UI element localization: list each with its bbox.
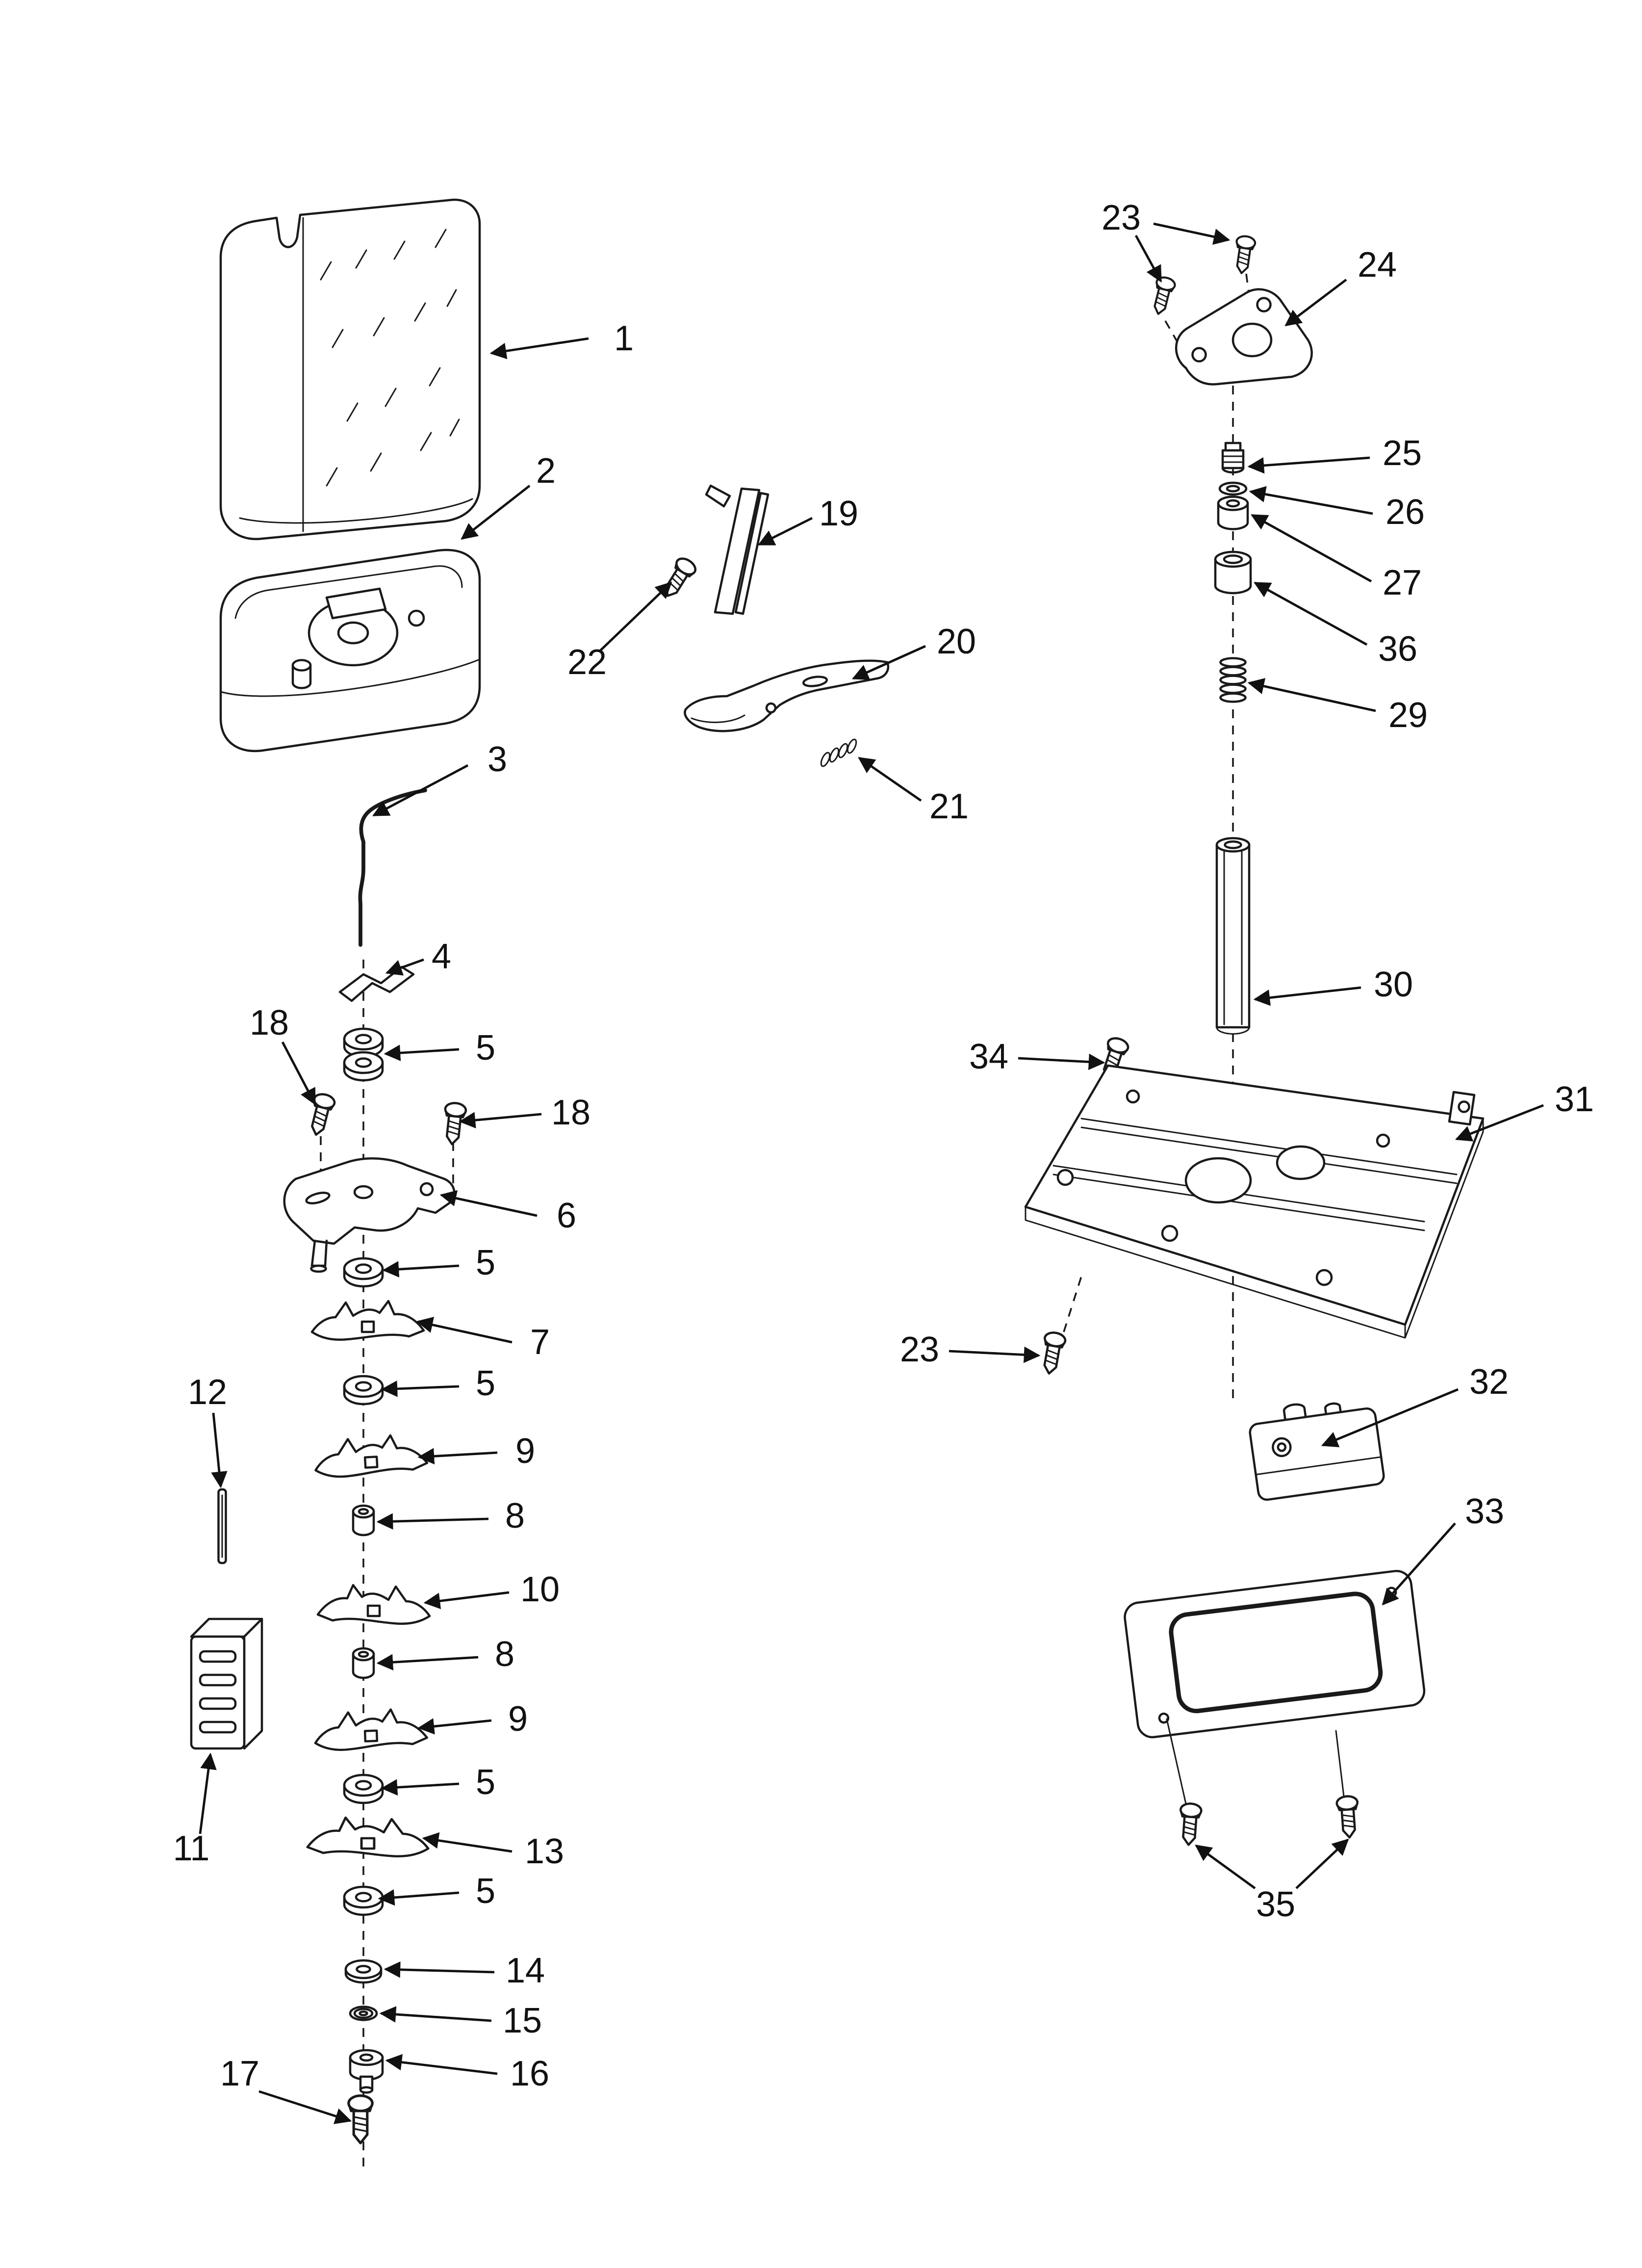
callout-9-b: 9 bbox=[508, 1699, 528, 1739]
part-5-washer bbox=[344, 1887, 383, 1915]
callout-18-b: 18 bbox=[551, 1093, 590, 1132]
part-22-screw bbox=[659, 555, 698, 601]
callout-21: 21 bbox=[929, 787, 969, 826]
callout-10: 10 bbox=[520, 1570, 560, 1609]
part-4-link bbox=[338, 965, 415, 1002]
part-23-screw bbox=[1232, 235, 1256, 274]
callout-25: 25 bbox=[1383, 434, 1422, 473]
part-13-crusher-blade bbox=[308, 1818, 428, 1856]
callout-9-a: 9 bbox=[515, 1432, 535, 1471]
part-23-screw bbox=[1039, 1331, 1066, 1375]
callout-20: 20 bbox=[937, 622, 976, 661]
part-5-washer bbox=[344, 1052, 383, 1080]
callout-23-b: 23 bbox=[900, 1330, 939, 1369]
part-5-washer bbox=[344, 1258, 383, 1286]
part-11-block bbox=[190, 1617, 263, 1750]
part-10-crusher-blade bbox=[318, 1585, 430, 1624]
callout-24: 24 bbox=[1358, 245, 1397, 285]
callout-19: 19 bbox=[819, 494, 858, 533]
callout-5-e: 5 bbox=[476, 1872, 495, 1911]
part-9-crusher-blade bbox=[314, 1708, 428, 1751]
callout-17: 17 bbox=[220, 2054, 259, 2093]
callout-30: 30 bbox=[1374, 965, 1413, 1004]
part-33-cover-plate bbox=[1124, 1569, 1426, 1739]
callout-26: 26 bbox=[1385, 493, 1425, 532]
part-1-ice-container bbox=[219, 198, 481, 541]
callout-5-d: 5 bbox=[476, 1763, 495, 1802]
part-35-screws bbox=[1166, 1718, 1346, 1811]
part-5-washer bbox=[344, 1775, 383, 1803]
callout-23-a: 23 bbox=[1102, 198, 1141, 237]
part-8-spacer bbox=[353, 1648, 374, 1678]
callout-14: 14 bbox=[506, 1951, 545, 1990]
part-9-crusher-blade bbox=[314, 1434, 428, 1478]
callout-5-a: 5 bbox=[476, 1028, 495, 1068]
callout-4: 4 bbox=[432, 937, 451, 976]
callout-7: 7 bbox=[530, 1323, 550, 1362]
callout-34: 34 bbox=[969, 1037, 1008, 1076]
part-8-spacer bbox=[353, 1506, 374, 1535]
callout-12: 12 bbox=[188, 1373, 227, 1412]
callout-8-a: 8 bbox=[505, 1496, 525, 1536]
callout-5-c: 5 bbox=[476, 1364, 495, 1403]
callout-15: 15 bbox=[503, 2001, 542, 2040]
part-20-lever bbox=[684, 659, 890, 732]
part-16-coupler bbox=[349, 2049, 384, 2094]
part-23-screw bbox=[1149, 276, 1176, 316]
part-36-sleeve bbox=[1214, 550, 1252, 595]
part-5-washer bbox=[344, 1376, 383, 1404]
part-26-washer bbox=[1218, 481, 1248, 496]
part-7-crusher-blade bbox=[312, 1301, 424, 1340]
callout-6: 6 bbox=[557, 1196, 576, 1235]
callout-33: 33 bbox=[1465, 1492, 1504, 1531]
callout-29: 29 bbox=[1388, 696, 1428, 735]
callout-2: 2 bbox=[536, 451, 556, 491]
callout-11: 11 bbox=[173, 1829, 210, 1868]
callout-32: 32 bbox=[1469, 1362, 1509, 1402]
part-12-pin bbox=[217, 1488, 227, 1564]
part-14-washer bbox=[344, 1959, 383, 1984]
part-35-screw bbox=[1336, 1796, 1360, 1838]
part-15-grommet bbox=[349, 2006, 378, 2021]
part-32-motor bbox=[1249, 1402, 1385, 1501]
part-30-tube bbox=[1215, 837, 1251, 1035]
callout-16: 16 bbox=[510, 2054, 549, 2093]
part-31-mounting-plate bbox=[1024, 1064, 1485, 1339]
part-2-auger-housing bbox=[219, 548, 481, 753]
part-17-screw bbox=[349, 2096, 372, 2143]
part-6-bracket bbox=[283, 1157, 456, 1273]
part-27-cup bbox=[1217, 495, 1249, 530]
callout-18-a: 18 bbox=[250, 1003, 289, 1043]
callout-8-b: 8 bbox=[495, 1635, 514, 1674]
callout-35: 35 bbox=[1256, 1885, 1295, 1924]
callout-27: 27 bbox=[1383, 563, 1422, 602]
part-25-valve-stem bbox=[1221, 442, 1245, 474]
part-3-wire-arm bbox=[358, 788, 427, 947]
part-19-strip bbox=[705, 484, 770, 615]
part-18-screw bbox=[442, 1102, 467, 1145]
callout-1: 1 bbox=[614, 319, 634, 358]
callout-labels: 1 2 3 4 18 5 18 6 5 7 5 12 9 8 10 8 9 5 … bbox=[173, 198, 1594, 2093]
callout-31: 31 bbox=[1555, 1080, 1594, 1119]
part-21-spring bbox=[820, 738, 857, 767]
part-18-screw bbox=[306, 1092, 336, 1137]
callout-13: 13 bbox=[525, 1832, 564, 1871]
part-29-spring bbox=[1219, 657, 1247, 703]
callout-22: 22 bbox=[567, 643, 607, 682]
callout-5-b: 5 bbox=[476, 1243, 495, 1282]
part-35-screw bbox=[1178, 1803, 1202, 1846]
part-24-bracket-plate bbox=[1175, 288, 1313, 386]
callout-36: 36 bbox=[1378, 629, 1417, 669]
callout-arrows bbox=[199, 222, 1544, 2124]
callout-3: 3 bbox=[487, 740, 507, 779]
